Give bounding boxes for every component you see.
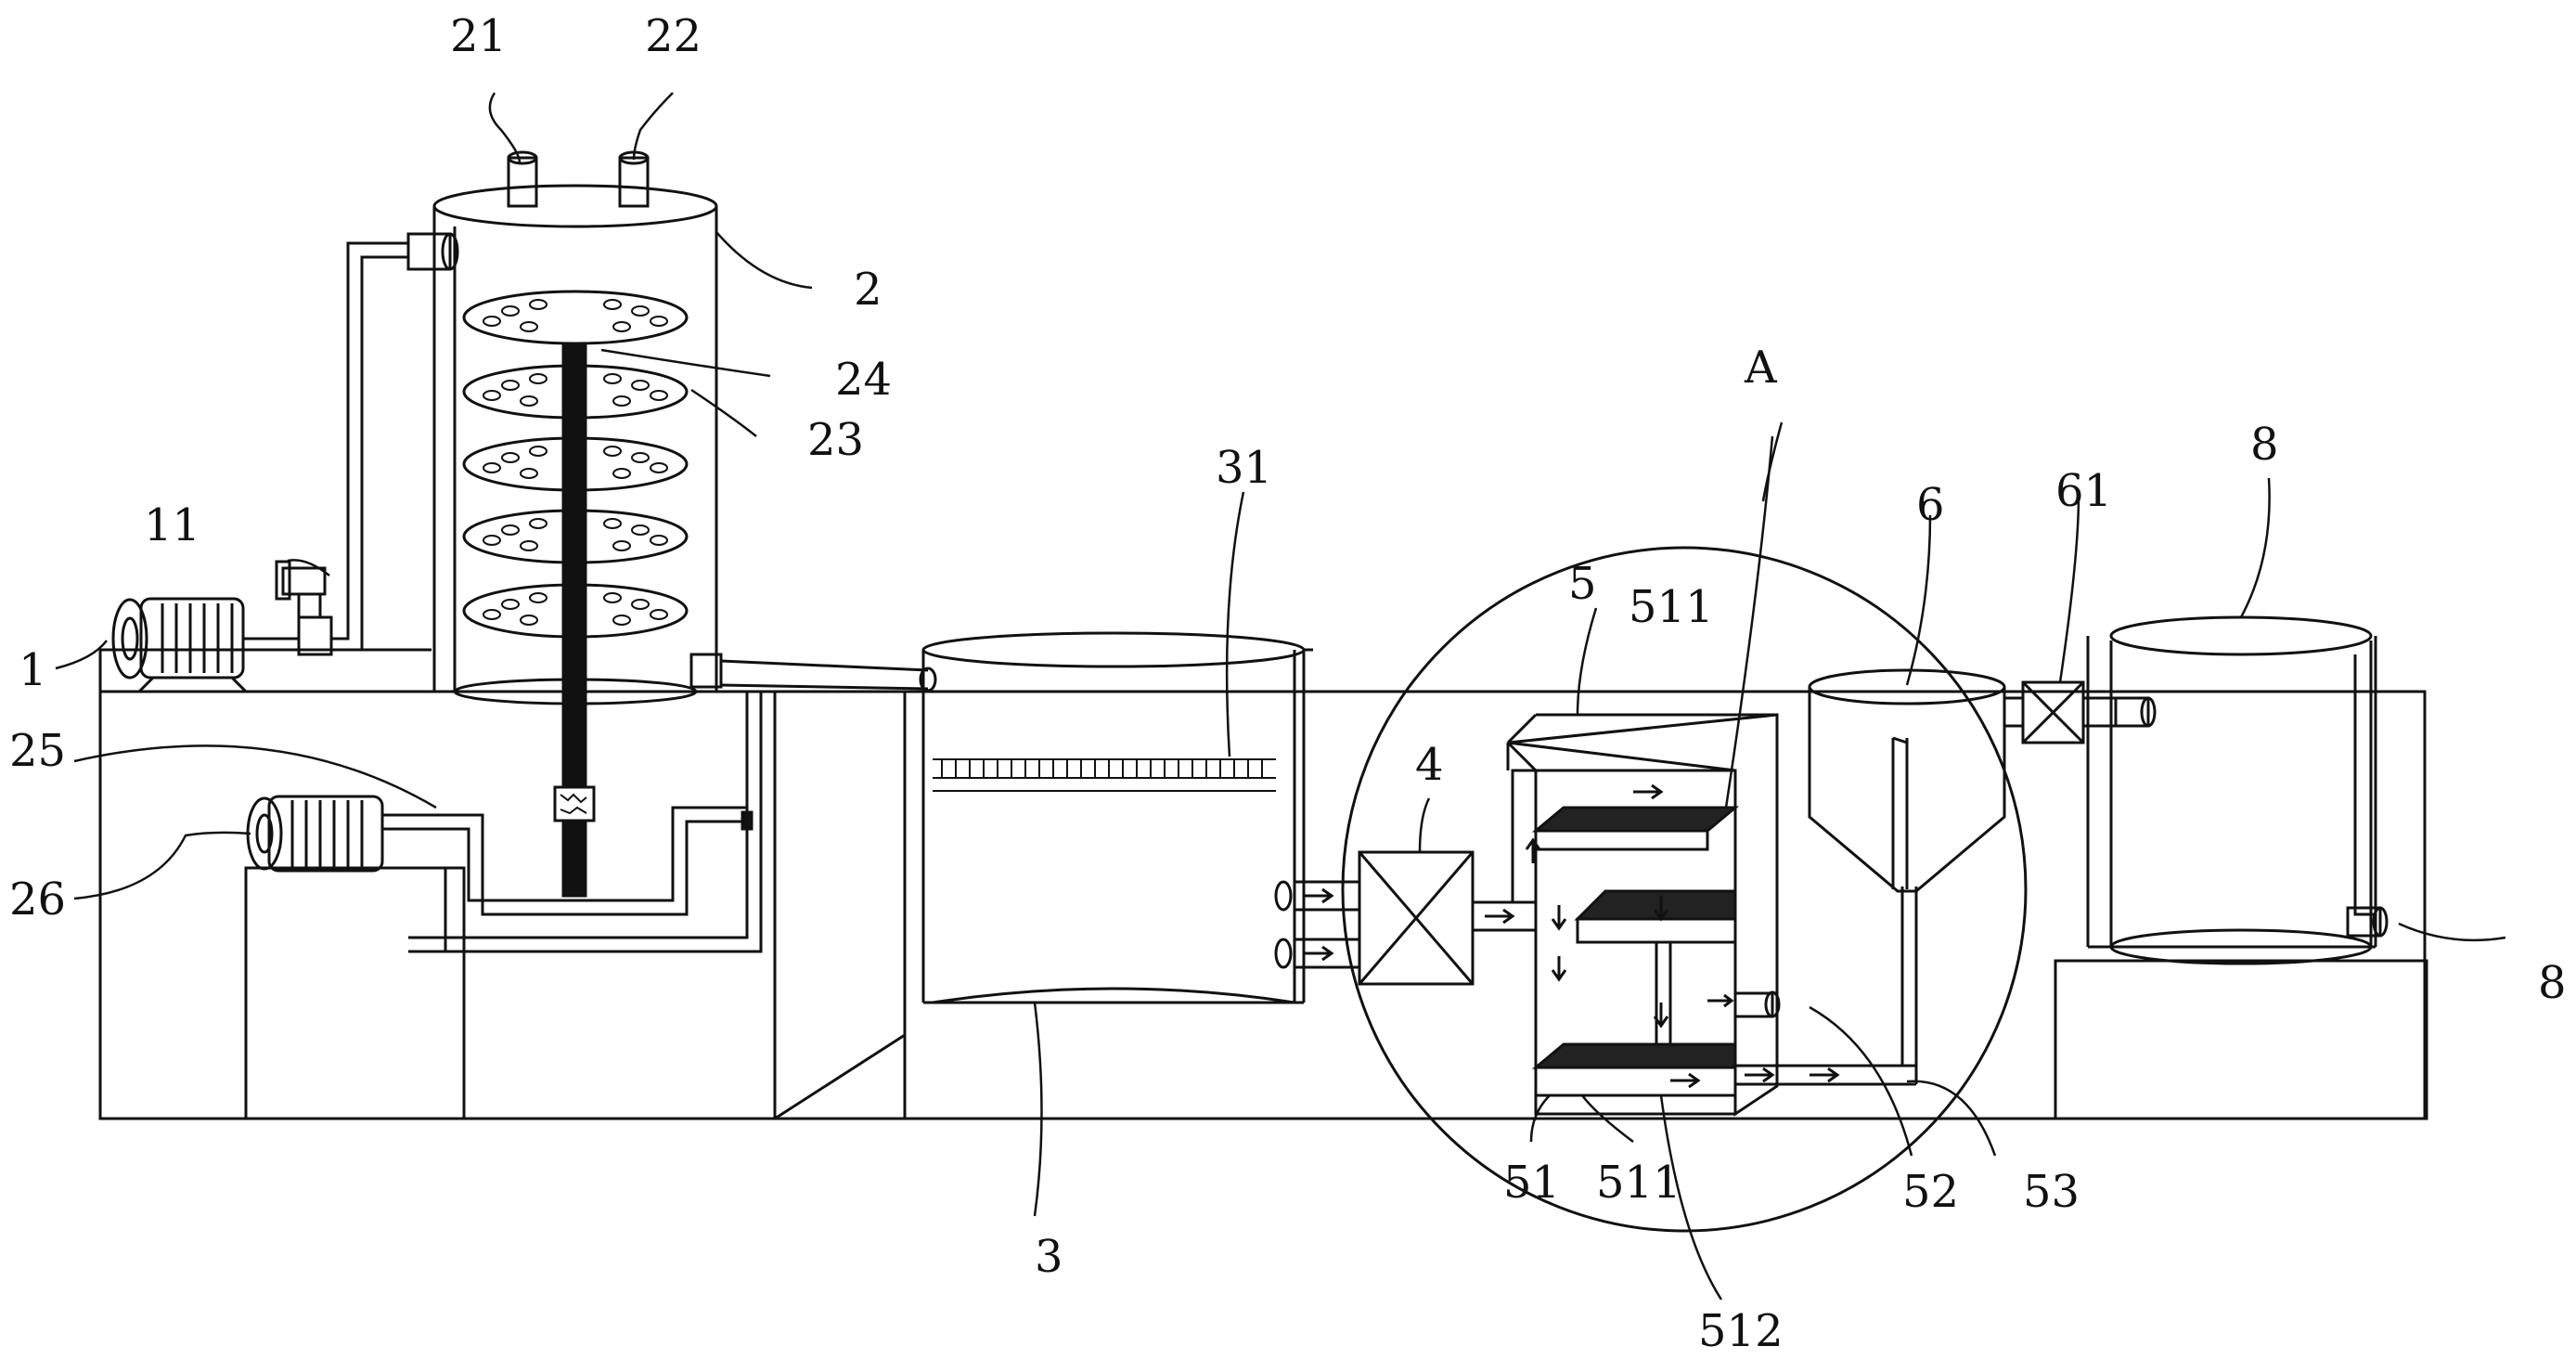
label-31: 31 <box>1216 442 1272 494</box>
label-511-bottom: 511 <box>1596 1157 1681 1209</box>
tower-2 <box>432 150 718 898</box>
filter-4 <box>1358 769 1536 986</box>
pump-26 <box>246 795 384 873</box>
detail-circle-A <box>1341 546 2028 1233</box>
leader-lines <box>55 92 2506 1301</box>
plate-holes <box>483 299 668 626</box>
label-6: 6 <box>1916 479 1945 531</box>
pipe-25 <box>382 692 763 953</box>
feed-pipe <box>331 232 459 652</box>
funnel-6 <box>1808 668 2157 893</box>
mesh-trays-511 <box>1531 806 1740 1097</box>
label-22: 22 <box>645 10 702 62</box>
label-A: A <box>1744 342 1778 394</box>
label-8-top: 8 <box>2250 419 2279 471</box>
label-8-side: 8 <box>2538 957 2567 1009</box>
motor-1 <box>111 597 333 693</box>
label-53: 53 <box>2023 1166 2080 1218</box>
label-61: 61 <box>2055 465 2112 517</box>
label-1: 1 <box>19 644 47 696</box>
label-2: 2 <box>854 264 882 316</box>
label-25: 25 <box>9 725 66 777</box>
label-52: 52 <box>1902 1166 1959 1218</box>
label-51: 51 <box>1503 1157 1560 1209</box>
label-24: 24 <box>835 354 892 406</box>
tower-outlet-pipe <box>689 653 937 692</box>
label-511-top: 511 <box>1629 581 1714 633</box>
label-26: 26 <box>9 874 66 925</box>
label-4: 4 <box>1415 739 1444 791</box>
label-11: 11 <box>144 499 200 551</box>
base-platform <box>98 648 2427 1120</box>
tank-3 <box>773 631 1313 1120</box>
label-21: 21 <box>450 10 507 62</box>
screen-31 <box>933 758 1276 792</box>
box-5 <box>1506 713 1918 1117</box>
label-512: 512 <box>1698 1305 1784 1355</box>
label-3: 3 <box>1035 1231 1063 1283</box>
tank-8 <box>2054 615 2428 1120</box>
label-23: 23 <box>807 414 864 466</box>
pipes-to-filter <box>1274 880 1359 969</box>
inlet-11 <box>275 560 327 617</box>
label-5: 5 <box>1568 558 1597 610</box>
